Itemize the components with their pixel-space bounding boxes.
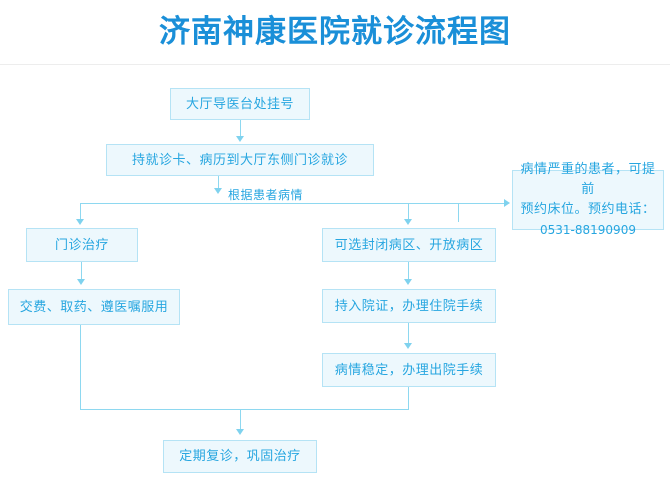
- branch-condition-label: 根据患者病情: [228, 188, 304, 202]
- flow-node-pay: 交费、取药、遵医嘱服用: [8, 289, 180, 325]
- merge-right-line: [408, 387, 409, 410]
- connector-ward-to-admission-arrow: [404, 279, 412, 285]
- connector-register-to-visit-line: [240, 120, 241, 138]
- flow-node-outpatient: 门诊治疗: [26, 228, 138, 262]
- flow-node-admission: 持入院证，办理住院手续: [322, 289, 496, 323]
- branch-notice-riser-line: [458, 203, 459, 222]
- branch-left-drop-line: [80, 203, 81, 221]
- connector-visit-to-branch-arrow: [214, 188, 222, 194]
- flow-node-register: 大厅导医台处挂号: [170, 88, 310, 120]
- connector-outpatient-to-pay-arrow: [77, 279, 85, 285]
- flow-node-notice: 病情严重的患者，可提前 预约床位。预约电话： 0531-88190909: [512, 162, 664, 237]
- merge-bus-horizontal: [80, 409, 409, 410]
- notice-line-1: 病情严重的患者，可提前: [520, 162, 656, 197]
- page-title: 济南神康医院就诊流程图: [159, 14, 511, 50]
- merge-to-followup-arrow: [236, 429, 244, 435]
- flow-node-visit: 持就诊卡、病历到大厅东侧门诊就诊: [106, 144, 374, 176]
- flow-node-followup: 定期复诊，巩固治疗: [163, 440, 317, 473]
- branch-left-drop-arrow: [76, 219, 84, 225]
- connector-visit-to-branch-line: [218, 176, 219, 190]
- connector-admission-to-discharge-line: [408, 323, 409, 347]
- merge-to-followup-line: [240, 409, 241, 432]
- connector-admission-to-discharge-arrow: [404, 343, 412, 349]
- branch-notice-arrow: [504, 199, 510, 207]
- notice-line-2: 预约床位。预约电话：: [520, 202, 656, 217]
- branch-right-drop-arrow: [404, 219, 412, 225]
- flow-node-ward: 可选封闭病区、开放病区: [322, 228, 496, 262]
- connector-ward-to-admission-line: [408, 262, 409, 283]
- page-header: 济南神康医院就诊流程图: [0, 0, 670, 65]
- connector-register-to-visit-arrow: [236, 136, 244, 142]
- branch-bus-horizontal: [80, 203, 458, 204]
- flow-node-discharge: 病情稳定，办理出院手续: [322, 353, 496, 387]
- notice-phone: 0531-88190909: [540, 223, 636, 237]
- branch-notice-horizontal: [458, 203, 506, 204]
- merge-left-line: [80, 325, 81, 410]
- branch-right-drop-line: [408, 203, 409, 221]
- connector-outpatient-to-pay-line: [81, 262, 82, 283]
